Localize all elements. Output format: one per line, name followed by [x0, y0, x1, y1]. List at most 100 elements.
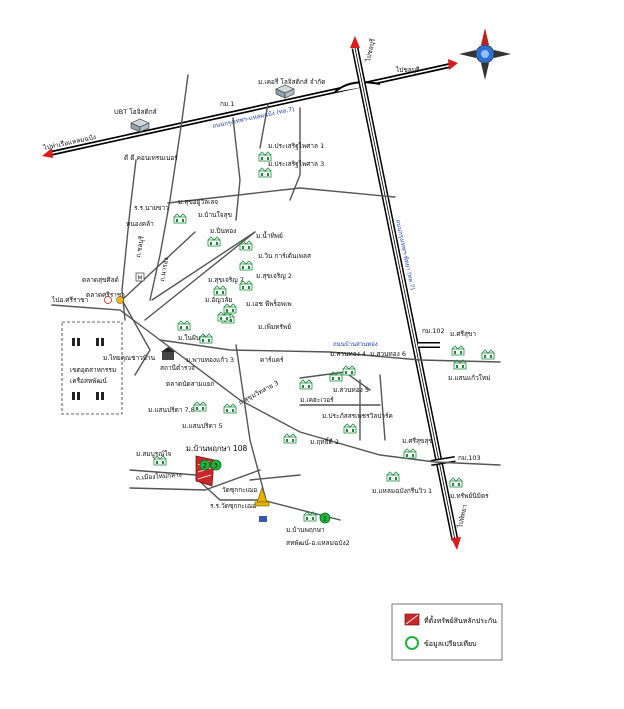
main-highway — [42, 59, 458, 158]
comparable-badge-2: 2 — [199, 459, 211, 471]
place-pinthong: ม.ปิ่นทอง — [210, 226, 236, 235]
house-icon — [386, 471, 400, 482]
place-garden: ม.วิน การ์เด้นเพลส — [258, 252, 311, 260]
school-icon — [259, 516, 267, 522]
industrial-label-1: เขตอุตสาหกรรม — [70, 366, 116, 374]
place-banpruksa: ม.บ้านพฤกษา — [286, 526, 325, 534]
house-icon — [213, 285, 227, 296]
police-station-icon — [161, 347, 175, 360]
road-suanthong-label: ถนนบ้านสวนทอง — [333, 341, 378, 348]
bank-icon — [116, 296, 124, 304]
house-icon — [342, 365, 356, 376]
badge-1-label: 1 — [323, 515, 327, 523]
place-suanthip: ม.ในฝัน 9 — [178, 334, 206, 342]
place-kunvilla: ม.สุขอยู่วิลเลจ — [178, 198, 218, 206]
place-thaikunsang: ม.ไทยคุณชาวบ้าน — [103, 354, 156, 362]
comparable-badge-3: 3 — [210, 459, 222, 471]
house-icon — [343, 423, 357, 434]
badge-2-label: 2 — [203, 462, 207, 470]
temple-icon — [254, 487, 270, 507]
comparable-badge-1: 1 — [319, 512, 331, 524]
place-sukchareon7: ม.สุขเจริญ 7 — [208, 276, 244, 284]
place-peanpat: ม.เพิ่มทรัพย์ — [258, 322, 291, 331]
place-nice: ม.เอช พีพร็อพเพ — [246, 299, 292, 308]
house-icon — [481, 349, 495, 360]
km103-label: กม.103 — [458, 454, 481, 462]
highway-to-chonburi-label: ไปชลบุรี — [395, 66, 420, 74]
km1-label: กม.1 — [220, 100, 234, 108]
place-market: หนองคล้า — [126, 220, 154, 228]
house-icon — [207, 236, 221, 247]
house-icon — [403, 448, 417, 459]
place-police: สถานีตำรวจ — [160, 364, 195, 372]
place-suanthong5: ม.สวนทอง 5 — [333, 386, 369, 394]
hospital-icon — [104, 296, 112, 304]
house-icon — [223, 403, 237, 414]
place-pradit3: ม.ประเสริฐไพศาล 3 — [268, 160, 324, 168]
place-taksin1: ม.แหลมฉบังกรีนวิว 1 — [372, 487, 432, 495]
house-icon — [258, 167, 272, 178]
place-prasert: ม.ประภัสสรเพชรวิลปาร์ค — [322, 412, 393, 420]
industrial-estate-zone: เขตอุตสาหกรรม เครือสหพัฒน์ — [61, 321, 123, 415]
house-icon — [299, 379, 313, 390]
place-pradit1: ม.ประเสริฐไพศาล 1 — [268, 142, 324, 150]
legend: ที่ตั้งทรัพย์สินหลักประกัน ข้อมูลเปรียบเ… — [391, 603, 503, 661]
legend-swatch-comparable — [405, 636, 419, 650]
place-titi: ดี ดี คอนเทรนเนอร์ — [124, 154, 178, 162]
house-icon — [239, 260, 253, 271]
place-carreno: คาร์แคร์ — [260, 356, 284, 364]
market-icon: M — [135, 272, 145, 282]
place-kaen: ม.ศรีสุขา — [450, 330, 476, 338]
place-ban108: ม.บ้านพฤกษา 108 — [186, 444, 248, 453]
house-icon — [303, 511, 317, 522]
place-phoemphon: ม.ทรัพย์นิมิตร — [450, 492, 489, 500]
place-school: ร.ร.วัดซุกกะเฌอ — [210, 502, 257, 510]
place-kheha: ม.เคฮะเวอร์ — [300, 396, 334, 404]
place-sahapat: สหพัฒน์-อ.แหลมฉบัง2 — [286, 539, 350, 547]
road-muangmai-label: ถ.เมืองใหม่กลาง — [136, 471, 183, 482]
place-numthip: ม.น้ำทิพย์ — [256, 231, 283, 240]
km102-label: กม.102 — [422, 327, 445, 335]
place-thaisang: ตลาดสุขศิลด์ — [82, 276, 119, 284]
house-icon — [193, 401, 207, 412]
house-icon — [177, 320, 191, 331]
badge-3-label: 3 — [214, 462, 218, 470]
building-icon — [275, 84, 295, 99]
road-narong-label: ถ.นารอง — [158, 257, 170, 283]
place-bansuk: ม.บ้านใจสุข — [198, 211, 232, 219]
place-panpat: ม.พานทองแก้ว 3 — [186, 356, 234, 364]
place-sukchareon2: ม.สุขเจริญ 2 — [256, 272, 292, 280]
place-kerry: ม.เคอรี่ โลจิสติกส์ จำกัด — [258, 77, 325, 86]
legend-label-comparable: ข้อมูลเปรียบเทียบ — [424, 640, 477, 648]
house-icon — [258, 151, 272, 162]
road-chonburi-label: ถ.ชลบุรี — [134, 235, 146, 259]
place-thaisang2: ตลาดศรีราชา — [86, 291, 125, 299]
place-sanpri78: ม.แสนปริดา 7,8 — [148, 406, 195, 414]
compass-rose-icon — [459, 28, 511, 80]
motorway-top-label: ไปชลบุรี — [364, 37, 377, 63]
legend-label-property: ที่ตั้งทรัพย์สินหลักประกัน — [424, 614, 497, 625]
place-watsuk: วัดซุกกะเฌอ — [222, 486, 257, 494]
to-sriracha-label: ไปอ.ศรีราชา — [51, 296, 89, 304]
place-labels: UBT โฮจิสติกส์ ม.เคอรี่ โลจิสติกส์ จำกัด… — [82, 77, 490, 547]
place-sankaeo: ม.แสนแก้วใหม่ — [448, 374, 490, 382]
place-sri: ม.ศรีสุขสุข — [402, 437, 433, 445]
house-icon — [449, 477, 463, 488]
place-suanthong6: ม.สวนทอง 6 — [370, 350, 406, 358]
place-ampoe: ตลาดนัดสามแยก — [166, 380, 215, 388]
motorway — [350, 36, 461, 550]
industrial-label-2: เครือสหพัฒน์ — [70, 377, 107, 385]
place-suanthong4: ม.สวนทอง 4 — [330, 350, 366, 358]
local-roads — [51, 74, 501, 521]
place-achit: ม.อัญวลัย — [205, 296, 232, 304]
house-icon — [173, 213, 187, 224]
place-nasuang: ร.ร.นายขาว — [134, 204, 169, 212]
house-icon — [239, 240, 253, 251]
house-icon — [283, 433, 297, 444]
place-suanyai: ม.สมบูรณ์ใจ — [136, 450, 171, 458]
place-sanpri5: ม.แสนปริดา 5 — [182, 422, 223, 430]
place-ritdee2: ม.ฤทธิ์ดี 2 — [310, 437, 339, 446]
house-icon — [239, 280, 253, 291]
svg-text:M: M — [138, 276, 143, 282]
